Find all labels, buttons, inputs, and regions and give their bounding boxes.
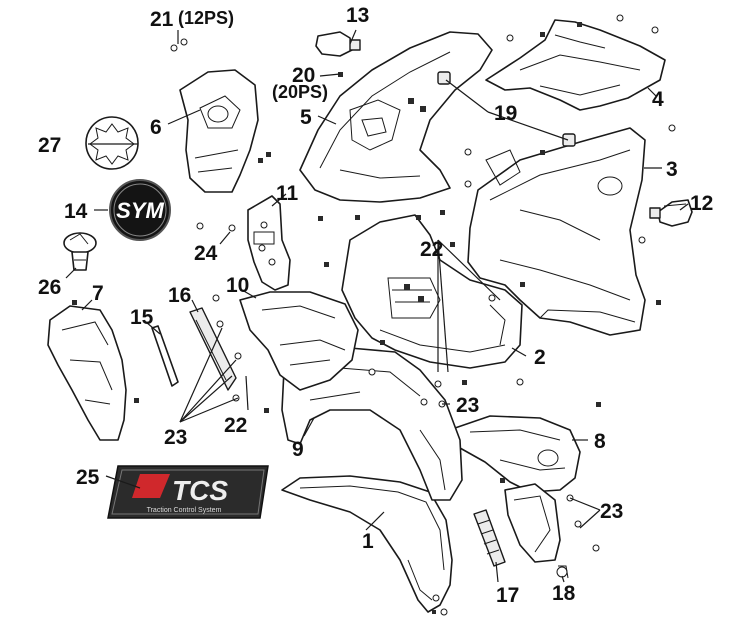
label-13: 13	[346, 4, 369, 27]
label-7: 7	[92, 282, 104, 305]
tcs-badge-text: TCS	[172, 475, 228, 506]
label-10: 10	[226, 274, 249, 297]
part-17-mesh-grille	[473, 509, 506, 567]
part-6-inner-panel	[179, 69, 259, 193]
label-20: 20	[292, 64, 315, 87]
label-23-right: 23	[600, 500, 623, 523]
part-10-left-inner-fairing	[239, 291, 359, 391]
part-7-left-side-panel	[47, 300, 127, 441]
part-11-bracket-plate	[247, 195, 291, 291]
part-1-front-lower-cover	[281, 475, 453, 616]
part-2-inner-front-cover	[341, 214, 523, 369]
label-26: 26	[38, 276, 61, 299]
label-5: 5	[300, 106, 312, 129]
label-4: 4	[652, 88, 664, 111]
part-15-strip	[151, 325, 179, 387]
note-20ps: (20PS)	[272, 82, 328, 102]
callout-labels: 21 (12PS) 13 20 (20PS) 19 4 5 6 27 3 11 …	[38, 4, 713, 607]
sym-emblem-text: SYM	[116, 198, 164, 223]
part-lower-right-duct	[504, 483, 561, 563]
label-27: 27	[38, 134, 61, 157]
label-19: 19	[494, 102, 517, 125]
label-1: 1	[362, 530, 374, 553]
label-17: 17	[496, 584, 519, 607]
part-13-lamp	[315, 31, 361, 57]
part-26-clip-fastener	[63, 232, 97, 271]
part-4-upper-bracket	[485, 19, 666, 111]
label-15: 15	[130, 306, 154, 329]
label-3: 3	[666, 158, 678, 181]
part-3-side-cover	[467, 127, 646, 336]
fastener-group	[134, 14, 676, 552]
part-18-clip	[556, 565, 569, 579]
label-16: 16	[168, 284, 191, 307]
tcs-badge-subtitle: Traction Control System	[147, 507, 222, 514]
label-6: 6	[150, 116, 162, 139]
label-22-bottom: 22	[224, 414, 247, 437]
part-12-turn-signal	[649, 199, 693, 227]
leader-lines	[65, 29, 689, 583]
part-25-tcs-badge: TCS Traction Control System	[107, 465, 269, 519]
part-27-round-seal	[85, 116, 139, 170]
label-14: 14	[64, 200, 88, 223]
note-12ps: (12PS)	[178, 8, 234, 28]
part-14-sym-emblem: SYM	[109, 179, 171, 241]
part-9-center-frame	[281, 347, 463, 501]
label-23-left: 23	[164, 426, 187, 449]
part-8-lower-right-cover	[454, 415, 581, 493]
part-5-front-upper-cowl	[299, 31, 493, 203]
label-23-center: 23	[456, 394, 479, 417]
label-25: 25	[76, 466, 100, 489]
label-9: 9	[292, 438, 304, 461]
label-18: 18	[552, 582, 576, 605]
label-24: 24	[194, 242, 218, 265]
label-2: 2	[534, 346, 546, 369]
label-12: 12	[690, 192, 713, 215]
label-21: 21	[150, 8, 174, 31]
label-22-top: 22	[420, 238, 443, 261]
label-11: 11	[276, 182, 299, 205]
label-8: 8	[594, 430, 606, 453]
